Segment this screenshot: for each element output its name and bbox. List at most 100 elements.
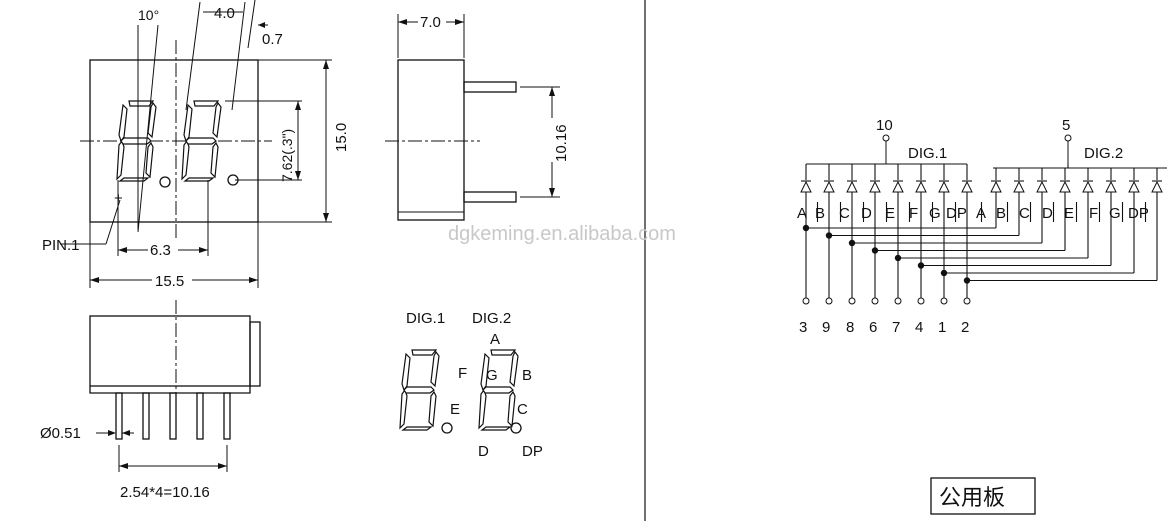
seg-label: A [976, 205, 986, 222]
legend-digit-1 [399, 349, 440, 431]
seg-label: F [909, 205, 918, 222]
dig1-label: DIG.1 [908, 145, 947, 162]
led-diode [980, 168, 1002, 222]
led-diode [800, 164, 812, 200]
pin-terminal [871, 297, 879, 305]
dim-15-5: 15.5 [155, 273, 184, 290]
seg-label: DP [1128, 205, 1149, 222]
legend-dp2 [510, 422, 522, 434]
legend-dig1: DIG.1 [406, 310, 445, 327]
segment-labels: A B C D E F G DP A B C D E F G DP [797, 205, 1149, 222]
led-diode [1121, 168, 1140, 222]
pin-label: 8 [846, 319, 854, 336]
seg-label: DP [946, 205, 967, 222]
segment-net [917, 200, 1112, 305]
led-diode [954, 164, 973, 222]
legend-seg-dp: DP [522, 443, 543, 460]
pin-terminal [917, 297, 925, 305]
legend-seg-a: A [490, 331, 500, 348]
led-diode [1006, 168, 1025, 222]
segment-net [802, 200, 997, 305]
led-diode [1029, 168, 1048, 222]
seg-label: E [885, 205, 895, 222]
pin-terminal [894, 297, 902, 305]
pin-label: 3 [799, 319, 807, 336]
led-diode [816, 164, 835, 222]
pin-label: 9 [822, 319, 830, 336]
pin-terminal [940, 297, 948, 305]
pin1-mark: + [114, 190, 123, 207]
legend-seg-d: D [478, 443, 489, 460]
type-label: 公用板 [939, 486, 1005, 511]
legend-seg-b: B [522, 367, 532, 384]
led-diode [1098, 168, 1117, 222]
bottom-view: Ø0.51 2.54*4=10.16 [40, 300, 261, 501]
pin-label: 4 [915, 319, 923, 336]
seg-label: A [797, 205, 807, 222]
legend-seg-f: F [458, 365, 467, 382]
segment-net [940, 200, 1135, 305]
side-view: 7.0 10.16 [385, 13, 570, 221]
legend-dig2: DIG.2 [472, 310, 511, 327]
pin-label: 7 [892, 319, 900, 336]
legend-seg-g: G [486, 367, 498, 384]
dim-7-62: 7.62(.3") [279, 129, 295, 182]
led-diode [1075, 168, 1094, 222]
watermark: dgkeming.en.alibaba.com [448, 223, 676, 245]
dim-10-16: 10.16 [553, 124, 570, 162]
led-diode [908, 164, 927, 222]
pin-terminal [963, 297, 971, 305]
seg-label: E [1064, 205, 1074, 222]
seg-label: F [1089, 205, 1098, 222]
diode-row [800, 163, 1167, 222]
digit-2-outline [181, 100, 222, 182]
dig2-label: DIG.2 [1084, 145, 1123, 162]
pin-label: 2 [961, 319, 969, 336]
legend-dp1 [441, 422, 453, 434]
dim-4-0: 4.0 [214, 5, 235, 22]
legend-digit-2 [478, 349, 519, 431]
led-diode [885, 164, 904, 222]
led-diode [1052, 168, 1071, 222]
seg-label: G [929, 205, 941, 222]
led-diode [862, 164, 881, 222]
segment-legend: DIG.1 DIG.2 A F G B E C D DP [399, 310, 543, 460]
pin-label: 6 [869, 319, 877, 336]
common1-pin: 10 [876, 117, 893, 134]
segment-net [848, 200, 1043, 305]
side-pin-bottom [463, 191, 517, 203]
dim-pitch: 2.54*4=10.16 [120, 484, 210, 501]
legend-seg-c: C [517, 401, 528, 418]
side-body [397, 59, 465, 221]
bottom-body [89, 315, 251, 387]
seg-label: B [815, 205, 825, 222]
seg-label: B [996, 205, 1006, 222]
segment-net [825, 200, 1020, 305]
dim-7-0: 7.0 [420, 14, 441, 31]
dim-pin-diameter: Ø0.51 [40, 425, 81, 442]
pin-labels: 3 9 8 6 7 4 1 2 [799, 319, 969, 336]
type-label-box [930, 477, 1036, 515]
bottom-pins [115, 392, 231, 440]
schematic: 10 DIG.1 5 DIG.2 3 9 8 6 7 4 1 2 A B C D… [797, 117, 1167, 515]
pin-terminal [802, 297, 810, 305]
seg-label: D [861, 205, 872, 222]
led-diode [839, 164, 858, 222]
segment-net [894, 200, 1089, 305]
pin-label: 1 [938, 319, 946, 336]
led-diode [931, 164, 950, 222]
side-pin-top [463, 81, 517, 93]
seg-label: C [839, 205, 850, 222]
digit-1-outline [116, 100, 157, 182]
legend-seg-e: E [450, 401, 460, 418]
dim-15-0: 15.0 [333, 123, 350, 152]
segment-net [963, 200, 1158, 305]
top-view: 10° 4.0 0.7 7.62(.3") 15.0 6.3 [42, 0, 350, 290]
pin-terminal [825, 297, 833, 305]
seg-label: D [1042, 205, 1053, 222]
led-diode [1144, 168, 1163, 222]
dim-6-3: 6.3 [150, 242, 171, 259]
pin-terminal [848, 297, 856, 305]
seg-label: C [1019, 205, 1030, 222]
